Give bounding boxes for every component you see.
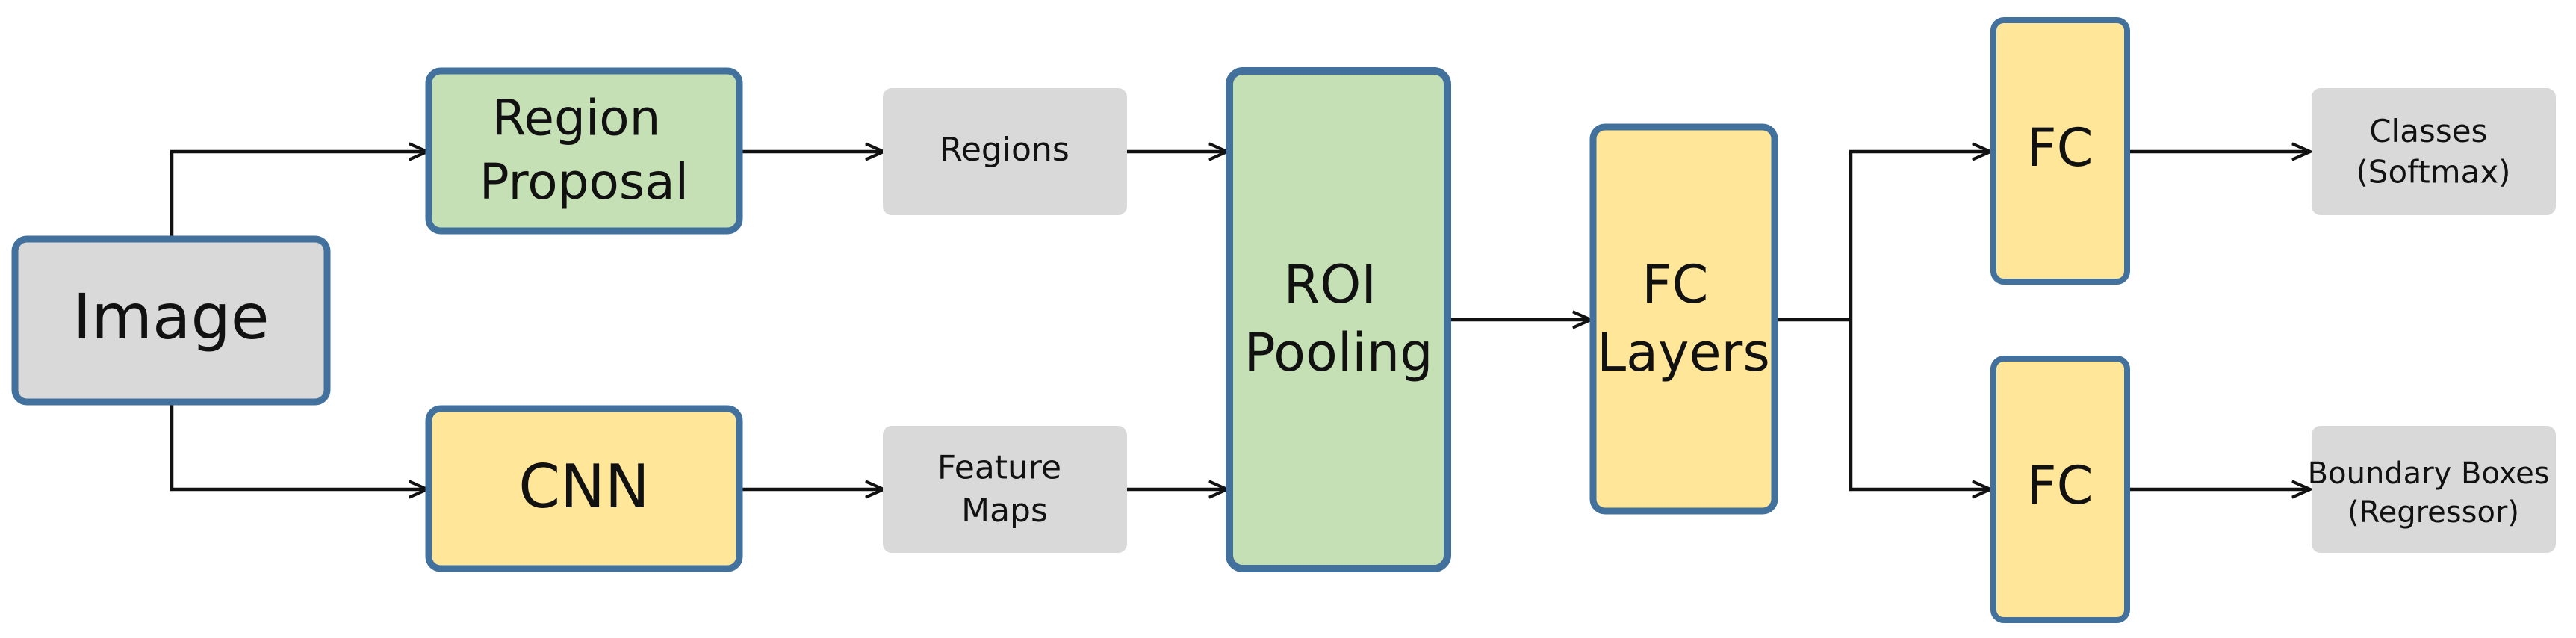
node-fc-bottom: FC [1990,356,2130,623]
node-roi-pooling-label-line1: ROI [1284,254,1377,315]
node-feature-maps: Feature Maps [883,426,1127,553]
node-boundary-boxes-label-line1: Boundary Boxes [2308,456,2550,491]
svg-text:FC: FC [2026,117,2093,179]
edge-image-to-region-proposal [170,152,427,238]
node-boundary-boxes-label-line2: (Regressor) [2347,495,2519,530]
node-fc-layers-label-line1: FC [1642,254,1708,315]
svg-text:CNN: CNN [518,452,650,521]
node-regions: Regions [883,88,1127,215]
node-fc-layers: FC Layers [1589,123,1778,515]
node-boundary-boxes: Boundary Boxes (Regressor) [2308,426,2560,553]
svg-text:ROI Pooling: ROI Pooling [1244,254,1433,383]
node-roi-pooling: ROI Pooling [1226,67,1451,572]
node-fc-top: FC [1990,17,2130,285]
node-region-proposal-label-line1: Region [492,89,661,146]
node-fc-bottom-label: FC [2026,455,2093,516]
svg-text:FC: FC [2026,455,2093,516]
edges [170,152,2310,489]
node-classes: Classes (Softmax) [2312,88,2556,215]
node-image: Image [11,235,331,406]
svg-text:FC Layers: FC Layers [1597,254,1770,383]
svg-text:Regions: Regions [940,131,1070,169]
node-roi-pooling-label-line2: Pooling [1244,322,1433,383]
svg-text:Classes (Softmax): Classes (Softmax) [2356,112,2510,190]
svg-text:Region Proposal: Region Proposal [479,89,689,211]
node-regions-label: Regions [940,131,1070,169]
node-cnn: CNN [425,405,743,572]
svg-text:Image: Image [72,280,269,353]
svg-text:Boundary Boxes (Regresso: Boundary Boxes (Regressor) [2308,456,2560,530]
node-image-label: Image [72,280,269,353]
svg-text:Feature Maps: Feature Maps [937,449,1072,530]
node-cnn-label: CNN [518,452,650,521]
node-classes-label-line2: (Softmax) [2356,153,2510,190]
node-fc-top-label: FC [2026,117,2093,179]
node-region-proposal: Region Proposal [425,67,743,235]
node-feature-maps-label-line1: Feature [937,449,1061,487]
node-feature-maps-label-line2: Maps [961,492,1048,530]
node-fc-layers-label-line2: Layers [1597,322,1770,383]
node-classes-label-line1: Classes [2369,112,2487,149]
node-region-proposal-label-line2: Proposal [479,153,689,211]
edge-fc-layers-to-fc-top [1849,152,1990,320]
edge-fc-layers-to-fc-bottom [1849,320,1990,489]
edge-image-to-cnn [170,403,427,489]
